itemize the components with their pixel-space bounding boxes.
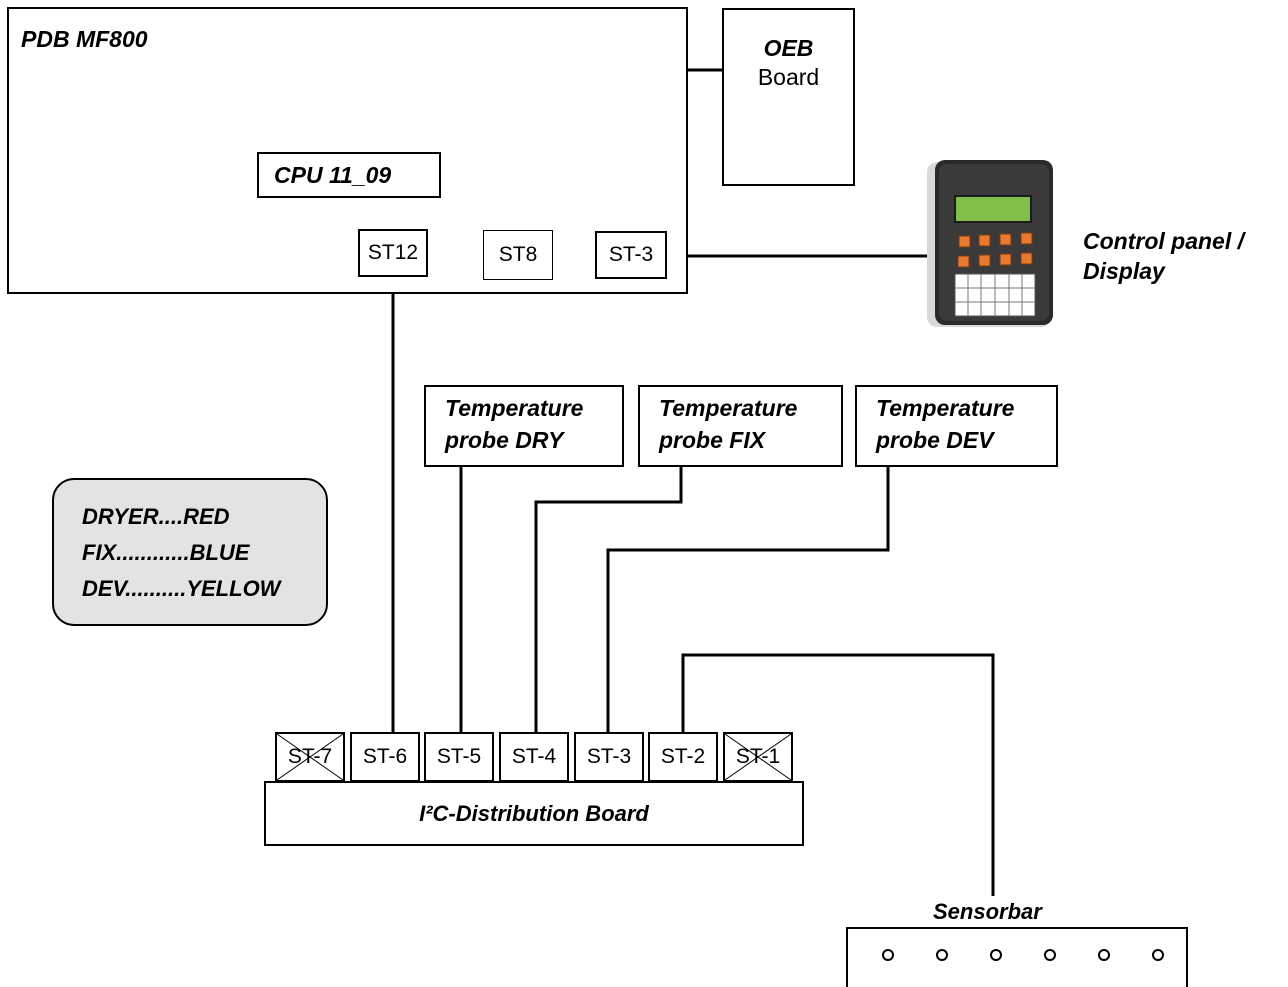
sensorbar-label: Sensorbar	[933, 898, 1042, 926]
sensor-icon	[1153, 950, 1163, 960]
sensor-icon	[937, 950, 947, 960]
sensorbar-sensors	[846, 927, 1188, 983]
sensor-icon	[1045, 950, 1055, 960]
sensor-icon	[883, 950, 893, 960]
sensor-icon	[991, 950, 1001, 960]
sensor-icon	[1099, 950, 1109, 960]
i2c-distribution-board: I²C-Distribution Board	[264, 781, 804, 846]
